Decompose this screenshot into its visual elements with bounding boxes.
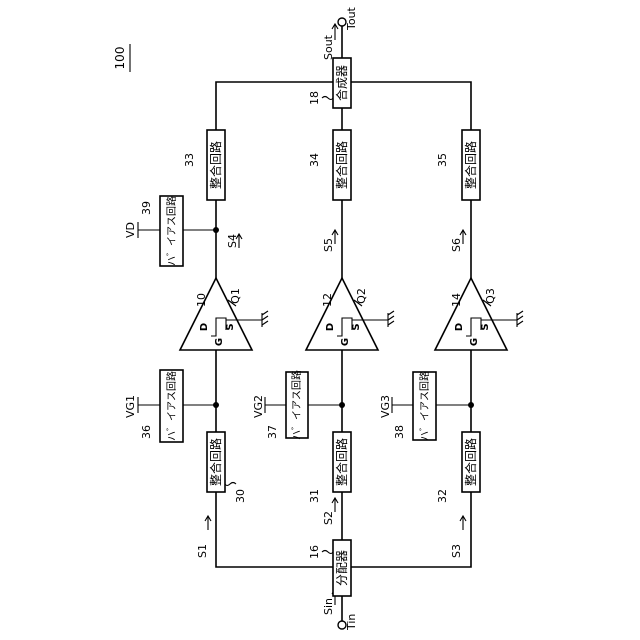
branch-3-gate-bias-ref: 38 bbox=[393, 425, 406, 439]
branch-1-drain-voltage: VD bbox=[124, 222, 137, 238]
branch-3-output-match-ref: 35 bbox=[436, 153, 449, 167]
branch-2-drain-pin: D bbox=[325, 323, 336, 331]
branch-2-input-signal: S2 bbox=[322, 511, 335, 525]
branch-3-input-match-label: 整合回路 bbox=[463, 438, 478, 486]
distributor-label: 分配器 bbox=[335, 550, 349, 586]
combiner-ref: 18 bbox=[308, 91, 321, 105]
branch-2-gate-pin: G bbox=[340, 338, 351, 346]
branch-3-drain-pin: D bbox=[454, 323, 465, 331]
branch-2-input-match-ref: 31 bbox=[308, 489, 321, 503]
branch-1-gate-bias-ref: 36 bbox=[140, 425, 153, 439]
branch-1-drain-bias-label: ハ゛イアス回路 bbox=[165, 196, 178, 266]
branch-1-source-pin: S bbox=[225, 323, 236, 330]
branch-2-output-signal: S5 bbox=[322, 238, 335, 252]
branch-3-amp-ref: 14 bbox=[450, 293, 463, 307]
branch-1-output-match-label: 整合回路 bbox=[208, 141, 223, 189]
branch-2: S2 整合回路 31 ハ゛イアス回路 37 VG2 12 Q2 D G S S5… bbox=[252, 130, 394, 525]
branch-1-input-match-label: 整合回路 bbox=[208, 438, 223, 486]
figure-ref: 100 bbox=[113, 44, 130, 72]
branch-1-gate-pin: G bbox=[214, 338, 225, 346]
branch-3-output-signal: S6 bbox=[450, 238, 463, 252]
distributor: 分配器 16 bbox=[308, 540, 351, 596]
branch-2-gate-voltage: VG2 bbox=[252, 395, 265, 418]
branch-3-input-signal: S3 bbox=[450, 544, 463, 558]
branch-1-drain-pin: D bbox=[199, 323, 210, 331]
wiring bbox=[138, 26, 471, 621]
branch-3-source-pin: S bbox=[480, 323, 491, 330]
branch-2-amp-ref: 12 bbox=[321, 293, 334, 307]
branch-2-gate-bias-label: ハ゛イアス回路 bbox=[290, 370, 303, 440]
branch-3-output-match-label: 整合回路 bbox=[463, 141, 478, 189]
output-terminal-label: Tout bbox=[345, 6, 358, 31]
branch-3-gate-pin: G bbox=[469, 338, 480, 346]
branch-2-source-pin: S bbox=[351, 323, 362, 330]
combiner-label: 合成器 bbox=[334, 65, 349, 101]
branch-1-output-match-ref: 33 bbox=[183, 153, 196, 167]
branch-1-transistor: Q1 bbox=[229, 288, 242, 304]
distributor-ref: 16 bbox=[308, 545, 321, 559]
branch-2-output-match-label: 整合回路 bbox=[334, 141, 349, 189]
branch-3-input-match-ref: 32 bbox=[436, 489, 449, 503]
branch-1-amp-ref: 10 bbox=[195, 293, 208, 307]
branch-1-input-match-ref: 30 bbox=[234, 489, 247, 503]
branch-1-input-signal: S1 bbox=[196, 544, 209, 558]
branch-3-gate-voltage: VG3 bbox=[379, 395, 392, 418]
branch-2-output-match-ref: 34 bbox=[308, 153, 321, 167]
figure-ref-number: 100 bbox=[113, 47, 127, 70]
branch-1-gate-voltage: VG1 bbox=[124, 395, 137, 418]
input-terminal-label: Tin bbox=[345, 614, 358, 631]
branch-3: S3 整合回路 32 ハ゛イアス回路 38 VG3 14 Q3 D G S S6… bbox=[379, 130, 523, 558]
branch-1-drain-bias-ref: 39 bbox=[140, 201, 153, 215]
branch-2-input-match-label: 整合回路 bbox=[334, 438, 349, 486]
branch-3-gate-bias-label: ハ゛イアス回路 bbox=[418, 371, 431, 441]
branch-1: S1 整合回路 30 ハ゛イアス回路 36 VG1 10 Q1 D G S S4… bbox=[124, 130, 268, 558]
input-signal-label: Sin bbox=[322, 598, 335, 615]
combiner: 合成器 18 bbox=[308, 58, 351, 108]
output-signal-label: Sout bbox=[322, 34, 335, 60]
branch-1-output-signal: S4 bbox=[226, 234, 239, 248]
branch-2-transistor: Q2 bbox=[355, 288, 368, 304]
branch-3-transistor: Q3 bbox=[484, 288, 497, 304]
branch-2-gate-bias-ref: 37 bbox=[266, 425, 279, 439]
branch-1-gate-bias-label: ハ゛イアス回路 bbox=[165, 371, 178, 441]
